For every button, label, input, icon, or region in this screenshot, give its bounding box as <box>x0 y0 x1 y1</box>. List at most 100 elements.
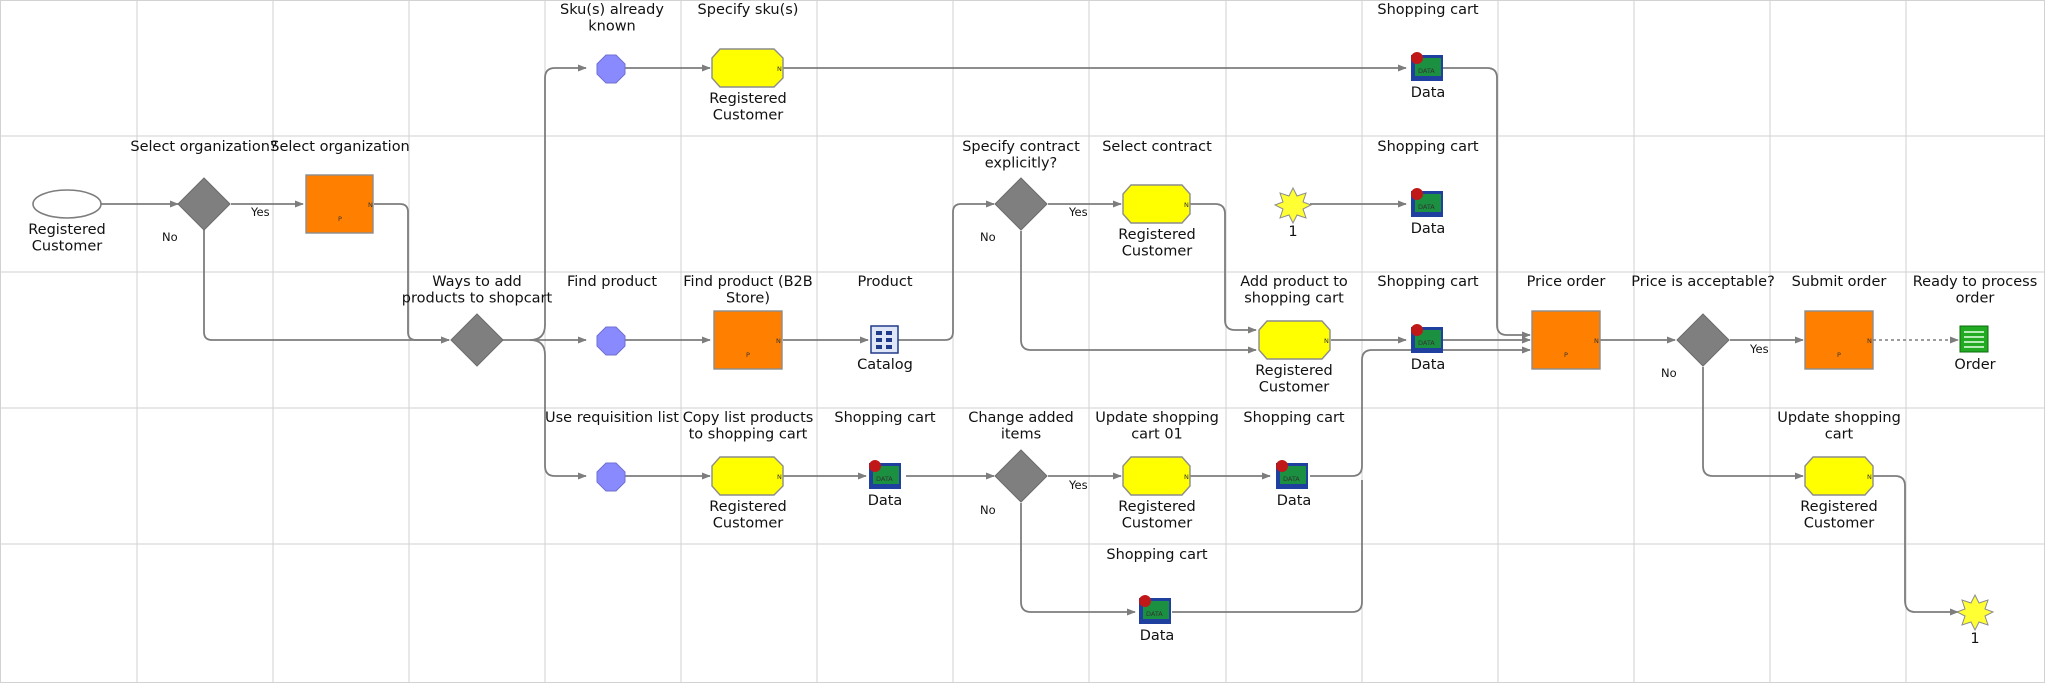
data-glyph: DATA <box>1283 475 1300 483</box>
branch-label-no: No <box>1661 366 1677 380</box>
branch-label-no: No <box>980 503 996 517</box>
data-glyph: DATA <box>876 475 893 483</box>
task-select-organization[interactable]: P N Select organization <box>270 139 410 234</box>
node-label: Find product <box>567 274 657 290</box>
task-glyph-n: N <box>777 473 782 481</box>
gateway-price-acceptable[interactable]: Price is acceptable? <box>1631 274 1775 367</box>
node-label: 1 <box>1970 631 1979 647</box>
signal-event-1-bottom[interactable]: 1 <box>1955 593 1995 647</box>
node-label-top: Product <box>857 274 912 290</box>
node-label: Select organization? <box>130 139 277 155</box>
node-label-top: Shopping cart <box>1106 547 1208 563</box>
data-shopping-cart-6[interactable]: DATA Shopping cart Data <box>1106 547 1208 644</box>
task-glyph-n: N <box>776 337 781 345</box>
task-submit-order[interactable]: P N Submit order <box>1792 274 1887 370</box>
node-label: Submit order <box>1792 274 1887 290</box>
event-find-product[interactable]: Find product <box>567 274 657 356</box>
node-label-bottom: Data <box>1277 493 1312 509</box>
node-label-bottom: Data <box>1411 221 1446 237</box>
branch-label-yes: Yes <box>250 205 270 219</box>
edge-change-no <box>1020 503 1136 616</box>
node-label-top: Shopping cart <box>1377 2 1479 18</box>
edge-contract-no <box>1020 231 1257 354</box>
data-glyph: DATA <box>1146 610 1163 618</box>
branch-label-no: No <box>162 230 178 244</box>
node-label-top: Shopping cart <box>834 410 936 426</box>
node-label-top: Shopping cart <box>1377 139 1479 155</box>
edge-gw1-no <box>203 230 450 344</box>
task-glyph-n: N <box>1324 337 1329 345</box>
node-label-top: Shopping cart <box>1377 274 1479 290</box>
data-glyph: DATA <box>1418 203 1435 211</box>
data-glyph: DATA <box>1418 67 1435 75</box>
connectors <box>101 64 1959 616</box>
node-label-bottom: Data <box>1411 357 1446 373</box>
data-shopping-cart-5[interactable]: DATA Shopping cart Data <box>1243 410 1345 509</box>
edge-select-org-to-ways <box>374 203 450 344</box>
branch-label-yes: Yes <box>1068 478 1088 492</box>
node-label: 1 <box>1288 224 1297 240</box>
task-glyph-p: P <box>1837 351 1841 359</box>
event-use-requisition-list[interactable]: Use requisition list <box>545 410 679 492</box>
branch-label-yes: Yes <box>1068 205 1088 219</box>
node-label-top: Select contract <box>1102 139 1212 155</box>
edge-ways-sku <box>529 64 587 341</box>
node-label: Use requisition list <box>545 410 679 426</box>
data-shopping-cart-3[interactable]: DATA Shopping cart Data <box>1377 274 1479 373</box>
task-glyph-n: N <box>1184 201 1189 209</box>
task-glyph-n: N <box>1867 473 1872 481</box>
node-label: Price order <box>1527 274 1606 290</box>
signal-event-1-top[interactable]: 1 <box>1273 186 1313 240</box>
node-label-bottom: Catalog <box>857 357 913 373</box>
edge-catalog-to-contract <box>898 200 995 341</box>
data-shopping-cart-2[interactable]: DATA Shopping cart Data <box>1377 139 1479 237</box>
branch-labels: Yes No Yes No Yes No Yes No <box>162 205 1769 517</box>
task-price-order[interactable]: P N Price order <box>1527 274 1606 370</box>
edge-cart5-to-merge <box>1310 349 1410 477</box>
node-label: Select organization <box>270 139 410 155</box>
task-glyph-n: N <box>1184 473 1189 481</box>
node-label: Price is acceptable? <box>1631 274 1775 290</box>
data-glyph: DATA <box>1418 339 1435 347</box>
node-label-bottom: Data <box>1411 85 1446 101</box>
edge-select-contract-to-add <box>1190 203 1257 334</box>
edge-price-no <box>1702 367 1804 480</box>
data-shopping-cart-1[interactable]: DATA Shopping cart Data <box>1377 2 1479 101</box>
task-glyph-p: P <box>746 351 750 359</box>
edge-cart1-to-price <box>1443 67 1531 339</box>
gateway-select-organization[interactable]: Select organization? <box>130 139 278 231</box>
branch-label-no: No <box>980 230 996 244</box>
data-shopping-cart-4[interactable]: DATA Shopping cart Data <box>834 410 936 509</box>
catalog-product[interactable]: Product Catalog <box>857 274 913 373</box>
task-glyph-n: N <box>777 65 782 73</box>
node-label-top: Specify sku(s) <box>698 2 799 18</box>
